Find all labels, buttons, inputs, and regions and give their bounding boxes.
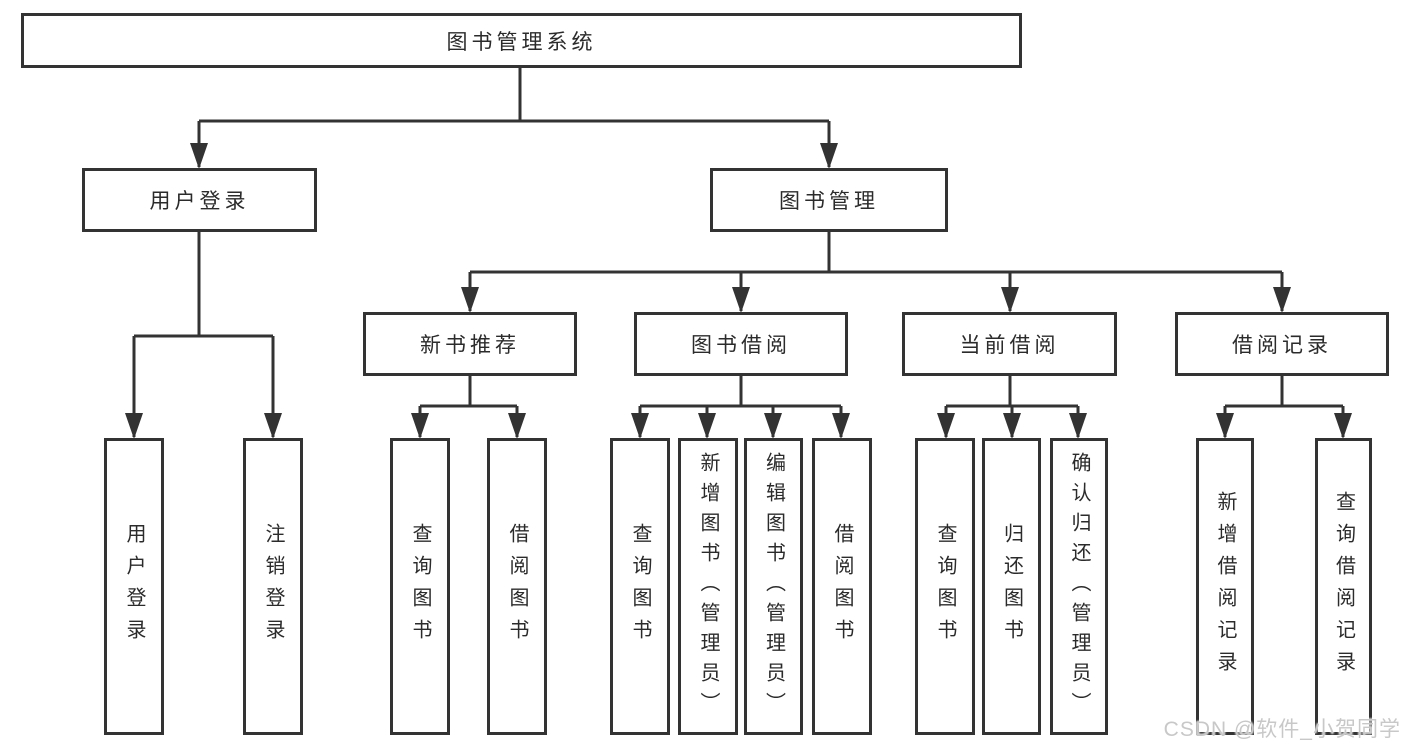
leaf-logout-label: 注销登录 — [262, 522, 284, 651]
leaf-borrow-books-label: 借阅图书 — [831, 522, 853, 651]
node-new-book-recommend-label: 新书推荐 — [420, 334, 520, 357]
leaf-query-books-current-label: 查询图书 — [934, 522, 956, 651]
leaf-add-book-admin-label: 新增图书（管理员） — [697, 451, 719, 722]
leaf-add-borrow-record: 新增借阅记录 — [1196, 438, 1254, 735]
leaf-query-borrow-record-label: 查询借阅记录 — [1332, 490, 1355, 683]
leaf-add-borrow-record-label: 新增借阅记录 — [1214, 490, 1236, 683]
leaf-add-book-admin: 新增图书（管理员） — [678, 438, 738, 735]
node-new-book-recommend: 新书推荐 — [363, 312, 577, 376]
node-user-login: 用户登录 — [82, 168, 317, 232]
leaf-user-login-label: 用户登录 — [123, 522, 145, 651]
leaf-borrow-books: 借阅图书 — [812, 438, 872, 735]
node-library-management-system: 图书管理系统 — [21, 13, 1022, 68]
leaf-borrow-books-recommend: 借阅图书 — [487, 438, 547, 735]
leaf-confirm-return-admin-label: 确认归还（管理员） — [1068, 451, 1090, 722]
node-current-borrowing-label: 当前借阅 — [959, 334, 1060, 357]
leaf-query-borrow-record: 查询借阅记录 — [1315, 438, 1372, 735]
node-user-login-label: 用户登录 — [149, 190, 250, 213]
node-borrowing-records: 借阅记录 — [1175, 312, 1389, 376]
node-book-management-label: 图书管理 — [779, 190, 879, 213]
leaf-confirm-return-admin: 确认归还（管理员） — [1050, 438, 1108, 735]
leaf-borrow-books-recommend-label: 借阅图书 — [506, 522, 528, 651]
node-borrowing-records-label: 借阅记录 — [1232, 334, 1332, 357]
leaf-query-books-recommend-label: 查询图书 — [409, 522, 431, 651]
leaf-query-books-current: 查询图书 — [915, 438, 975, 735]
leaf-user-login: 用户登录 — [104, 438, 164, 735]
leaf-logout: 注销登录 — [243, 438, 303, 735]
node-library-management-system-label: 图书管理系统 — [446, 30, 597, 54]
node-book-management: 图书管理 — [710, 168, 948, 232]
node-current-borrowing: 当前借阅 — [902, 312, 1117, 376]
leaf-return-books: 归还图书 — [982, 438, 1041, 735]
node-book-borrowing: 图书借阅 — [634, 312, 848, 376]
csdn-watermark: CSDN @软件_小贺同学 — [1163, 718, 1401, 741]
leaf-query-books-borrow-label: 查询图书 — [629, 522, 651, 651]
leaf-return-books-label: 归还图书 — [1000, 522, 1023, 651]
node-book-borrowing-label: 图书借阅 — [691, 334, 791, 357]
leaf-edit-book-admin-label: 编辑图书（管理员） — [762, 451, 785, 722]
leaf-edit-book-admin: 编辑图书（管理员） — [744, 438, 803, 735]
leaf-query-books-borrow: 查询图书 — [610, 438, 670, 735]
leaf-query-books-recommend: 查询图书 — [390, 438, 450, 735]
